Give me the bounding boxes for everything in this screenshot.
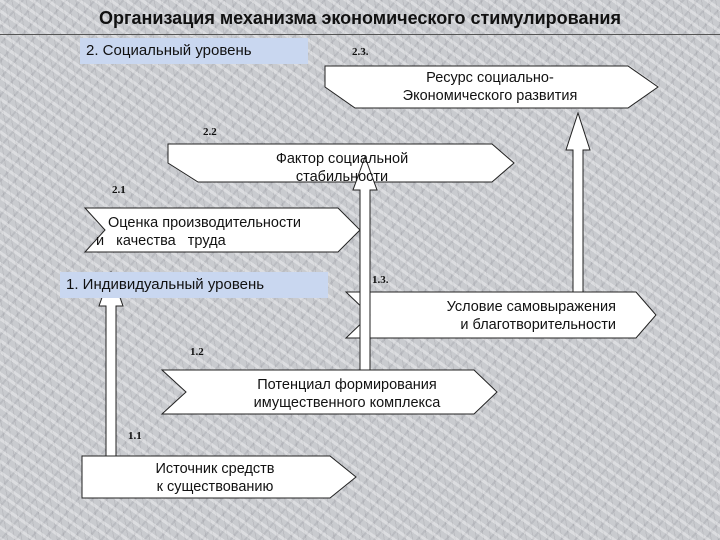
- title-divider: [0, 34, 720, 35]
- shape-2-1: [83, 207, 361, 253]
- social-level-label: 2. Социальный уровень: [80, 38, 308, 64]
- shape-1-2: [160, 369, 498, 415]
- ref-1-3: 1.3.: [372, 274, 389, 286]
- arrow-middle-vertical: [352, 155, 378, 371]
- ref-2-2: 2.2: [203, 126, 217, 138]
- ref-1-1: 1.1: [128, 430, 142, 442]
- ref-1-2: 1.2: [190, 346, 204, 358]
- node-2-3-text: Ресурс социально-Экономического развития: [402, 70, 578, 104]
- diagram-title: Организация механизма экономического сти…: [99, 8, 621, 28]
- ref-2-1: 2.1: [112, 184, 126, 196]
- shape-2-2: [167, 143, 515, 183]
- arrow-right-vertical: [565, 111, 591, 293]
- arrow-left-vertical: [98, 270, 124, 457]
- shape-2-3: [324, 65, 659, 109]
- ref-2-3: 2.3.: [352, 46, 369, 58]
- individual-level-label: 1. Индивидуальный уровень: [60, 272, 328, 298]
- shape-1-1: [81, 455, 357, 499]
